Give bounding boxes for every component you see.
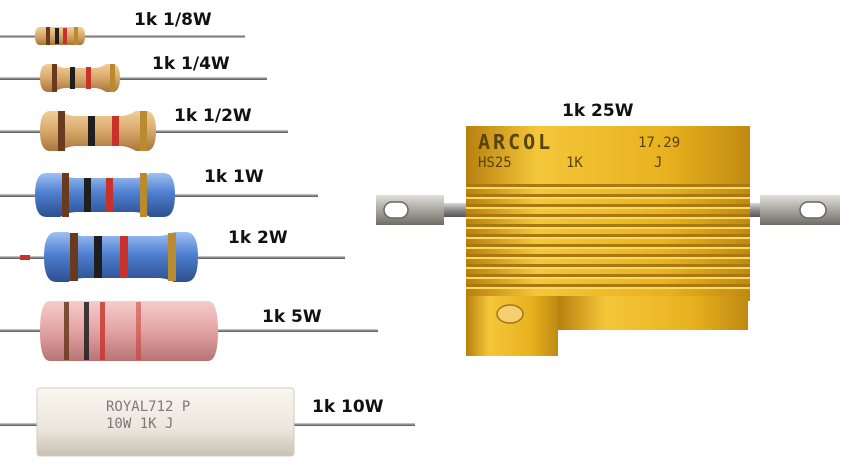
- base-plate: [558, 296, 748, 330]
- color-band-black: [84, 302, 89, 360]
- fin-groove: [466, 234, 750, 237]
- fin-highlight: [466, 247, 750, 249]
- fin-highlight: [466, 197, 750, 199]
- fin-highlight: [466, 287, 750, 289]
- label-1w: 1k 1W: [204, 167, 264, 187]
- color-band-gold: [74, 27, 78, 45]
- color-band-faint: [136, 302, 141, 360]
- label-1-2w: 1k 1/2W: [174, 106, 252, 126]
- color-band-gold: [110, 64, 115, 92]
- cement-print-line1: ROYAL712 P: [106, 399, 190, 415]
- tab-hole: [383, 201, 409, 219]
- color-band-red: [106, 178, 113, 212]
- color-band-black: [88, 116, 95, 146]
- flange-hole: [496, 304, 524, 324]
- fin-groove: [466, 194, 750, 197]
- resistor-2w-icon: [0, 232, 345, 282]
- color-band-black: [55, 28, 59, 44]
- fin-highlight: [466, 237, 750, 239]
- fin-groove: [466, 214, 750, 217]
- color-band-brown: [70, 233, 78, 281]
- tab-neck: [444, 203, 466, 217]
- color-band-black: [84, 178, 91, 212]
- fin-highlight: [466, 227, 750, 229]
- label-10w: 1k 10W: [312, 397, 384, 417]
- color-band-red: [112, 116, 119, 146]
- fin-groove: [466, 264, 750, 267]
- color-band-gold: [140, 173, 147, 217]
- fin-groove: [466, 204, 750, 207]
- color-band-brown: [62, 173, 69, 217]
- label-25w: 1k 25W: [562, 101, 634, 121]
- resistor-1-4w-icon: [0, 64, 267, 92]
- aluminium-housed-resistor-icon: ARCOL 17.29 HS25 1K J: [376, 126, 840, 356]
- cement-resistor-icon: ROYAL712 P 10W 1K J: [0, 387, 415, 457]
- resistor-1-8w-icon: [0, 27, 245, 45]
- color-band-red: [63, 28, 67, 44]
- arcol-code: 17.29: [638, 135, 680, 151]
- fin-groove: [466, 244, 750, 247]
- fin-highlight: [466, 277, 750, 279]
- fin-highlight: [466, 207, 750, 209]
- resistor-body: [36, 387, 295, 457]
- heatsink-body: [466, 126, 750, 301]
- fin-groove: [466, 284, 750, 287]
- resistor-1-2w-icon: [0, 111, 288, 151]
- resistor-body: [40, 111, 156, 151]
- label-5w: 1k 5W: [262, 307, 322, 327]
- lead-marking: [20, 255, 30, 260]
- resistor-lead: [0, 77, 267, 80]
- label-2w: 1k 2W: [228, 228, 288, 248]
- color-band-black: [70, 67, 75, 89]
- fin-highlight: [466, 187, 750, 189]
- fin-highlight: [466, 217, 750, 219]
- resistor-body: [40, 64, 120, 92]
- label-1-4w: 1k 1/4W: [152, 54, 230, 74]
- arcol-tolerance: J: [654, 155, 662, 171]
- color-band-brown: [58, 111, 65, 151]
- cement-print-line2: 10W 1K J: [106, 416, 173, 432]
- label-1-8w: 1k 1/8W: [134, 10, 212, 30]
- fin-highlight: [466, 257, 750, 259]
- color-band-gold: [168, 233, 176, 281]
- resistor-1w-icon: [0, 173, 318, 217]
- color-band-black: [94, 236, 102, 278]
- fin-groove: [466, 224, 750, 227]
- color-band-gold: [140, 111, 147, 151]
- heatsink-fins: [466, 184, 750, 289]
- fin-groove: [466, 274, 750, 277]
- arcol-model: HS25: [478, 155, 512, 171]
- fin-groove: [466, 184, 750, 187]
- fin-highlight: [466, 267, 750, 269]
- color-band-brown: [64, 302, 69, 360]
- resistor-body: [35, 173, 175, 217]
- color-band-red: [86, 67, 91, 89]
- resistor-5w-icon: [0, 301, 378, 361]
- arcol-brand: ARCOL: [478, 130, 553, 154]
- tab-hole: [799, 201, 827, 219]
- fin-groove: [466, 254, 750, 257]
- resistor-lead: [0, 35, 245, 38]
- color-band-red: [100, 302, 105, 360]
- color-band-brown: [46, 27, 50, 45]
- color-band-brown: [52, 64, 57, 92]
- arcol-value: 1K: [566, 155, 583, 171]
- color-band-red: [120, 236, 128, 278]
